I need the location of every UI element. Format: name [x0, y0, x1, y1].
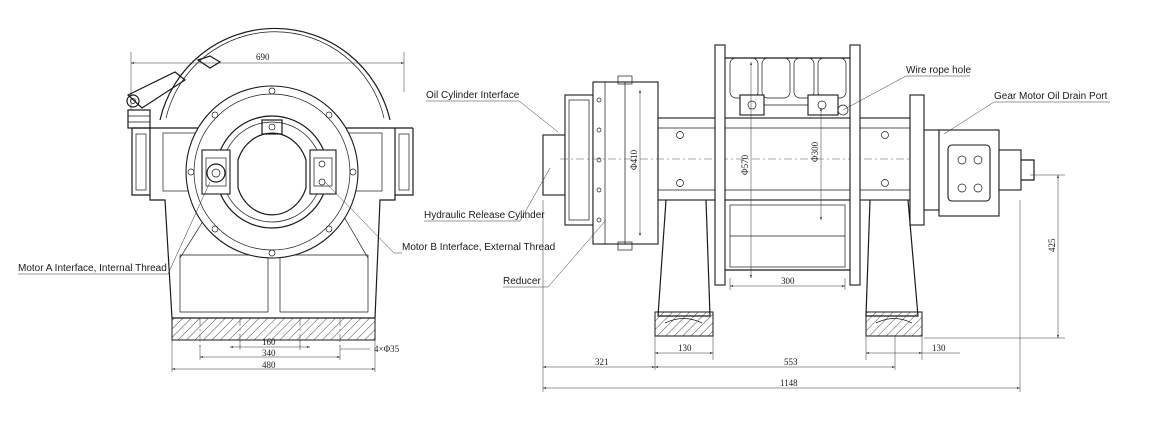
label-wire-rope-hole: Wire rope hole — [906, 65, 971, 76]
dim-1148: 1148 — [780, 378, 798, 388]
dim-130-left: 130 — [678, 343, 692, 353]
dim-300-width: 300 — [781, 276, 795, 286]
label-reducer: Reducer — [503, 276, 541, 287]
dim-340: 340 — [262, 348, 276, 358]
dim-690: 690 — [256, 52, 270, 62]
dim-dia-570: Φ570 — [740, 154, 750, 175]
side-view: 690 — [126, 27, 414, 372]
dim-480: 480 — [262, 360, 276, 370]
dim-130-right: 130 — [932, 343, 946, 353]
label-motor-a-interface: Motor A Interface, Internal Thread — [18, 263, 167, 274]
dim-160: 160 — [262, 337, 276, 347]
label-hydraulic-release-cylinder: Hydraulic Release Cylinder — [424, 210, 545, 221]
callouts: Oil Cylinder Interface Wire rope hole Ge… — [18, 65, 1110, 288]
label-motor-b-interface: Motor B Interface, External Thread — [402, 242, 555, 253]
label-gear-motor-oil-drain-port: Gear Motor Oil Drain Port — [994, 91, 1108, 102]
dim-321: 321 — [595, 357, 609, 367]
dim-dia-410: Φ410 — [629, 149, 639, 170]
dim-dia-300: Φ300 — [810, 141, 820, 162]
label-oil-cylinder-interface: Oil Cylinder Interface — [426, 90, 520, 101]
front-view: Φ410 Φ570 Φ300 — [542, 44, 1065, 392]
dim-553: 553 — [784, 357, 798, 367]
dim-hole-4x35: 4×Φ35 — [374, 344, 400, 354]
dim-425: 425 — [1047, 238, 1057, 252]
